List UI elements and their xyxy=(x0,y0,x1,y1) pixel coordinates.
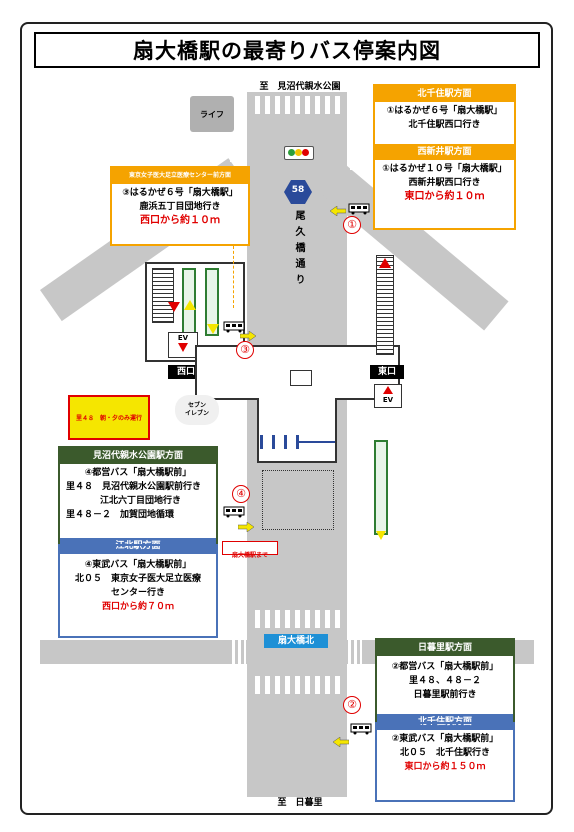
stop-4-header-north: 見沼代親水公園駅方面 xyxy=(60,448,216,464)
crosswalk-right xyxy=(348,640,362,664)
stop-1b-line1: ①はるかぜ１０号「扇大橋駅」 xyxy=(382,164,507,174)
life-store-label: ライフ xyxy=(200,109,224,119)
east-exit-label: 東口 xyxy=(370,365,404,379)
route-note-text: 里４８ 朝・夕のみ運行 xyxy=(75,415,142,422)
stop-4-line1: ④都営バス「扇大橋駅前」 xyxy=(84,468,192,478)
east-ev-label: EV xyxy=(382,396,394,404)
route-note-box: 里４８ 朝・夕のみ運行 xyxy=(68,395,150,440)
traffic-light-icon xyxy=(284,146,314,160)
west-down-arrow-2-icon xyxy=(207,324,219,334)
stop-4b-line3: センター行き xyxy=(110,588,165,598)
stop-3-distance: 西口から約１０ｍ xyxy=(140,215,220,226)
stop-2-info-box: 日暮里駅方面 ②都営バス「扇大橋駅前」 里４８、４８－２ 日暮里駅前行き 北千住… xyxy=(375,638,515,802)
west-down-arrow-icon xyxy=(168,302,180,312)
stop-2-line3: 日暮里駅前行き xyxy=(413,690,477,700)
stop-1-number: ① xyxy=(343,216,361,234)
stop-2-header-nippori: 日暮里駅方面 xyxy=(377,640,513,656)
stop-1-line1: ①はるかぜ６号「扇大橋駅」 xyxy=(386,106,503,116)
stop-3-header: 東京女子医大足立医療センター前方面 xyxy=(112,168,248,184)
route-number-label: 58 xyxy=(291,185,305,195)
map-frame xyxy=(20,22,553,815)
stop-2-line1: ②都営バス「扇大橋駅前」 xyxy=(391,662,499,672)
west-ev-label: EV xyxy=(177,334,189,342)
stop-3-number: ③ xyxy=(236,341,254,359)
east-stairs xyxy=(376,255,394,355)
bus-stop-1-icon xyxy=(348,200,370,215)
west-escalator-2 xyxy=(205,268,219,336)
stop-1-line2: 北千住駅西口行き xyxy=(408,120,481,130)
route-58-icon: 58 xyxy=(284,180,312,204)
crosswalk-left xyxy=(232,640,246,664)
stop-2-arrow-icon xyxy=(332,732,350,748)
stop-3-pointer-line xyxy=(233,246,235,308)
dotted-bus-zone xyxy=(262,470,334,530)
stop-1-header-north: 北千住駅方面 xyxy=(375,86,514,102)
red-note-text: 扇大橋駅まで xyxy=(231,552,268,559)
crosswalk-mid-left xyxy=(230,140,244,170)
stop-2-number: ② xyxy=(343,696,361,714)
stop-1-info-box: 北千住駅方面 ①はるかぜ６号「扇大橋駅」 北千住駅西口行き 西新井駅方面 ①はる… xyxy=(373,84,516,230)
viaduct-blue-marks xyxy=(260,435,335,449)
stop-4-arrow-icon xyxy=(237,517,255,533)
west-ev-box: EV xyxy=(168,332,198,358)
stop-3-line1: ③はるかぜ６号「扇大橋駅」 xyxy=(122,188,238,198)
east-yellow-arrow-icon xyxy=(376,531,386,540)
crosswalk-bottom-2 xyxy=(255,676,341,694)
station-viaduct xyxy=(257,398,337,463)
stop-4-number: ④ xyxy=(232,485,250,503)
east-escalator xyxy=(374,440,388,535)
stop-2b-distance: 東口から約１５０ｍ xyxy=(404,762,486,772)
stop-3-arrow-icon xyxy=(239,326,257,342)
west-up-arrow-icon xyxy=(184,300,196,310)
life-store: ライフ xyxy=(190,96,234,132)
north-direction-label: 至 見沼代親水公園 xyxy=(259,82,341,92)
stop-3-line2: 鹿浜五丁目団地行き xyxy=(139,202,221,212)
stop-2b-line1: ②東武バス「扇大橋駅前」 xyxy=(391,734,499,744)
south-direction-label: 至 日暮里 xyxy=(277,798,323,808)
stop-2-line2: 里４８、４８－２ xyxy=(408,676,481,686)
stop-1-arrow-icon xyxy=(329,201,347,217)
stop-3-info-box: 東京女子医大足立医療センター前方面 ③はるかぜ６号「扇大橋駅」 鹿浜五丁目団地行… xyxy=(110,166,250,246)
stop-4-line3: 江北六丁目団地行き xyxy=(100,496,182,506)
stop-4-line2: 里４８ 見沼代親水公園駅前行き xyxy=(66,482,202,492)
east-up-arrow-icon xyxy=(379,258,391,268)
stop-1b-distance: 東口から約１０ｍ xyxy=(404,191,485,202)
west-stairs-1 xyxy=(152,268,174,323)
bus-stop-3-icon xyxy=(223,318,245,333)
bus-stop-4-icon xyxy=(223,503,245,518)
seven-eleven-label: セブン イレブン xyxy=(184,402,209,417)
road-name-label: 尾久橋通り xyxy=(293,210,304,290)
page-title: 扇大橋駅の最寄りバス停案内図 xyxy=(34,32,540,68)
stop-4-header-kohoku: 江北駅方面 xyxy=(60,538,216,554)
crosswalk-top xyxy=(255,96,341,114)
stop-1b-line2: 西新井駅西口行き xyxy=(408,178,481,188)
stop-4b-distance: 西口から約７０ｍ xyxy=(101,602,174,612)
stop-2-header-kitasenju: 北千住駅方面 xyxy=(377,714,513,730)
stop-1-header-west: 西新井駅方面 xyxy=(375,144,514,160)
stop-4b-line1: ④東武バス「扇大橋駅前」 xyxy=(84,560,192,570)
concourse-stair xyxy=(290,370,312,386)
crosswalk-mid-right xyxy=(350,140,364,170)
stop-4b-line2: 北０５ 東京女子医大足立医療 xyxy=(74,574,201,584)
ohashi-kita-label: 扇大橋北 xyxy=(264,634,328,648)
seven-eleven-store: セブン イレブン xyxy=(175,395,219,425)
stop-4-info-box: 見沼代親水公園駅方面 ④都営バス「扇大橋駅前」 里４８ 見沼代親水公園駅前行き … xyxy=(58,446,218,638)
stop-2b-line2: 北０５ 北千住駅行き xyxy=(399,748,490,758)
east-ev-box: EV xyxy=(374,384,402,408)
stop-4-line4: 里４８－２ 加賀団地循環 xyxy=(66,510,175,520)
crosswalk-bottom-1 xyxy=(255,610,341,628)
bus-stop-2-icon xyxy=(350,720,372,735)
red-note-box: 扇大橋駅まで xyxy=(222,541,278,559)
